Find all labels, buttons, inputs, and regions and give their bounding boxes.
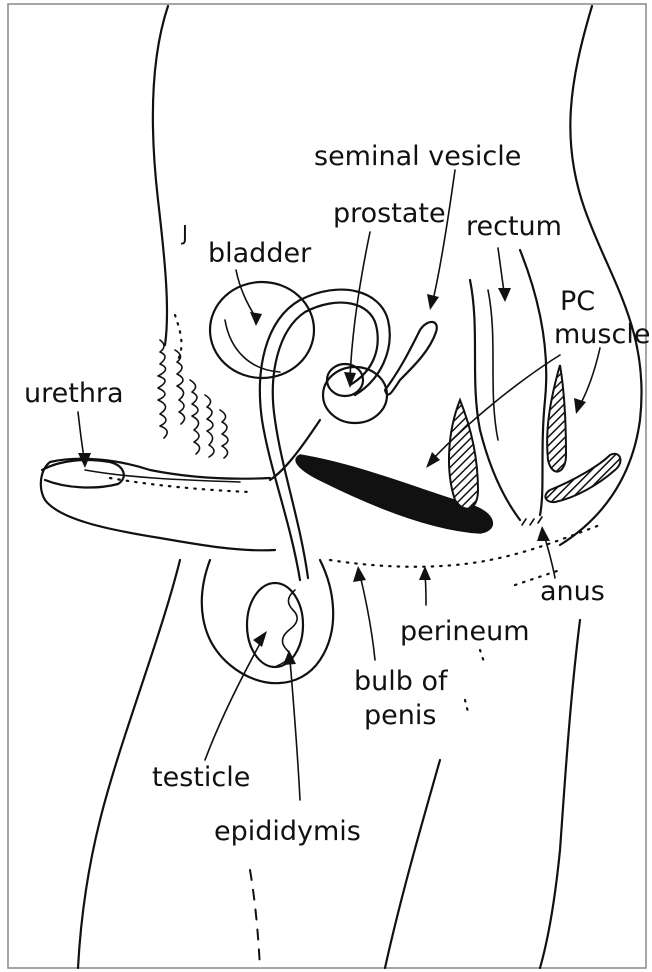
vas-deferens [260,290,390,580]
bulb-of-penis-label-line1: bulb of [354,666,449,697]
inner-leg-dashes [250,870,260,968]
perineum-label: perineum [400,616,530,647]
anus-label: anus [540,576,605,607]
rectum-inner [488,290,498,440]
urethra-label: urethra [24,378,124,409]
navel-mark: J [180,221,188,245]
prostate-label: prostate [333,198,446,229]
epididymis-label: epididymis [214,816,361,847]
back-thigh-outline [540,620,580,968]
front-body-outline [153,6,168,345]
pc-muscle-hatched-right [547,365,566,472]
seminal-vesicle-label: seminal vesicle [314,141,521,172]
anus-marks [522,517,542,525]
pubic-hair [158,340,228,458]
seminal-vesicle-outline [385,322,437,395]
pc-muscle-hatched-left [449,400,478,509]
inner-thigh-outline [385,760,440,968]
testicle-label: testicle [152,762,250,793]
vas-deferens-inner [273,303,378,578]
bladder-inner-curve [225,320,280,372]
rectum-label: rectum [466,211,562,242]
bulb-of-penis-label-line2: penis [364,700,436,731]
penis-outline [41,459,275,551]
bladder-label: bladder [208,238,312,269]
pc-muscle-label-line1: PC [560,286,595,317]
pc-muscle-label-line2: muscle [554,319,650,350]
